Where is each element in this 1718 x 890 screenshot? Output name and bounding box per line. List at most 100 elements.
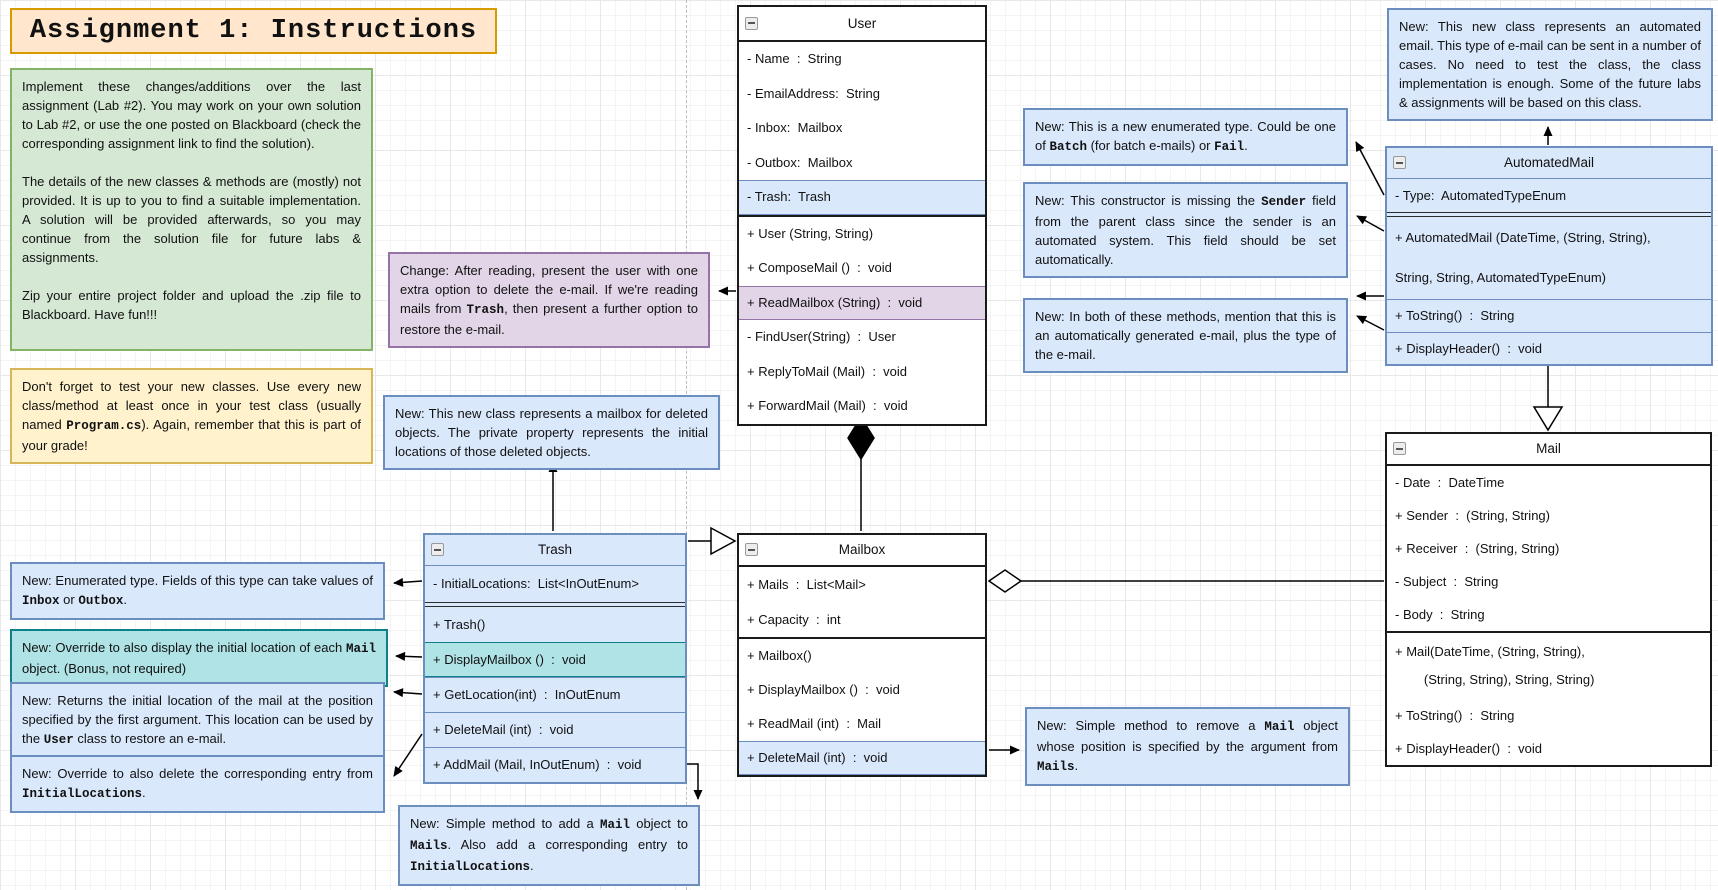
section-separator — [425, 602, 685, 607]
member-row-line: (String, String), String, String) — [1395, 672, 1595, 687]
class-trash[interactable]: Trash- InitialLocations: List<InOutEnum>… — [423, 533, 687, 784]
note-readmailbox-change[interactable]: Change: After reading, present the user … — [388, 252, 710, 348]
member-row[interactable]: + DeleteMail (int) : void — [425, 712, 685, 747]
deletemail-trash-note-arrow[interactable] — [393, 733, 423, 777]
automatedmail-mail-inheritance-triangle[interactable] — [1532, 406, 1564, 432]
member-row[interactable]: - Trash: Trash — [739, 180, 985, 215]
member-row[interactable]: + Mails : List<Mail> — [747, 577, 866, 592]
note-paragraph: New: This constructor is missing the Sen… — [1035, 191, 1336, 269]
member-row[interactable]: - Subject : String — [1395, 574, 1499, 589]
member-row[interactable]: + ReadMail (int) : Mail — [747, 716, 882, 731]
member-row[interactable]: - EmailAddress: String — [747, 85, 880, 101]
note-text: Implement these changes/additions over t… — [22, 79, 361, 151]
class-mail[interactable]: Mail - Date : DateTime + Sender : (String,… — [1385, 432, 1712, 767]
class-title: User — [847, 16, 877, 31]
type-enum-note-arrow[interactable] — [1355, 141, 1385, 196]
note-automatedtypeenum[interactable]: New: This is a new enumerated type. Coul… — [1023, 108, 1348, 166]
member-row[interactable]: - Name : String — [747, 51, 842, 66]
displayheader-note-arrow[interactable] — [1356, 315, 1385, 331]
member-row[interactable]: - Date : DateTime — [1395, 475, 1505, 490]
member-row[interactable]: + AddMail (Mail, InOutEnum) : void — [425, 747, 685, 782]
member-row[interactable]: - FindUser(String) : User — [747, 329, 896, 344]
member-row[interactable]: - Outbox: Mailbox — [747, 154, 853, 170]
member-row[interactable]: + Capacity : int — [747, 612, 841, 627]
note-code-text: User — [43, 733, 74, 747]
note-text: object whose position is specified by th… — [1037, 718, 1338, 754]
collapse-icon[interactable] — [745, 543, 758, 556]
member-row[interactable]: + ComposeMail () : void — [747, 260, 892, 275]
member-row[interactable]: + GetLocation(int) : InOutEnum — [425, 677, 685, 712]
member-row[interactable]: - Body : String — [1395, 607, 1485, 622]
minus-glyph — [748, 22, 755, 24]
initiallocations-note-arrow[interactable] — [393, 577, 423, 587]
note-trash-class[interactable]: New: This new class represents a mailbox… — [383, 395, 720, 470]
member-row[interactable]: - Type: AutomatedTypeEnum — [1395, 188, 1567, 203]
member-row[interactable]: + Trash() — [433, 617, 486, 632]
class-header: AutomatedMail — [1387, 148, 1711, 179]
note-testing[interactable]: Don't forget to test your new classes. U… — [10, 368, 373, 464]
member-row[interactable]: + ReadMailbox (String) : void — [739, 285, 985, 320]
note-automatedmail-methods[interactable]: New: In both of these methods, mention t… — [1023, 298, 1348, 373]
member-row-line: + AutomatedMail (DateTime, (String, Stri… — [1395, 230, 1651, 245]
note-code-text: Batch — [1049, 140, 1087, 154]
note-paragraph: Don't forget to test your new classes. U… — [22, 377, 361, 455]
note-text: object to — [629, 816, 688, 831]
class-header: Mail — [1387, 434, 1710, 466]
class-mailbox[interactable]: Mailbox+ Mails : List<Mail>+ Capacity : … — [737, 533, 987, 777]
mailbox-mail-aggregation-diamond[interactable] — [987, 569, 1023, 593]
note-paragraph: New: Simple method to add a Mail object … — [410, 814, 688, 877]
member-row[interactable]: + Mailbox() — [747, 648, 812, 663]
note-code-text: Sender — [1261, 195, 1307, 209]
member-row[interactable]: + User (String, String) — [747, 225, 874, 241]
addmail-note-arrow[interactable] — [687, 763, 703, 800]
member-row[interactable]: + Sender : (String, String) — [1395, 508, 1550, 523]
note-code-text: InitialLocations — [22, 787, 143, 801]
member-row[interactable]: + ToString() : String — [1395, 708, 1515, 723]
member-row[interactable]: + AutomatedMail (DateTime, (String, Stri… — [1387, 217, 1711, 299]
member-row[interactable]: + ToString() : String — [1387, 299, 1711, 332]
section-separator — [739, 214, 985, 217]
note-automatedmail-constructor[interactable]: New: This constructor is missing the Sen… — [1023, 182, 1348, 278]
class-automatedmail[interactable]: AutomatedMail - Type: AutomatedTypeEnum + … — [1385, 146, 1713, 366]
note-text: New: Override to also delete the corresp… — [22, 766, 373, 781]
note-deletemail-override[interactable]: New: Override to also delete the corresp… — [10, 755, 385, 813]
note-paragraph: New: Enumerated type. Fields of this typ… — [22, 571, 373, 611]
title-box[interactable]: Assignment 1: Instructions — [10, 8, 497, 54]
member-row[interactable]: - InitialLocations: List<InOutEnum> — [433, 576, 639, 591]
member-row[interactable]: + DisplayHeader() : void — [1395, 741, 1543, 756]
member-row[interactable]: + DisplayMailbox () : void — [425, 642, 685, 677]
member-row[interactable]: + Receiver : (String, String) — [1395, 541, 1560, 556]
note-text: New: Simple method to remove a — [1037, 718, 1265, 733]
member-row[interactable]: + Mail(DateTime, (String, String), (Stri… — [1387, 633, 1710, 699]
note-code-text: Fail — [1214, 140, 1245, 154]
member-row[interactable]: + ReplyToMail (Mail) : void — [747, 363, 908, 379]
displaymailbox-note-arrow[interactable] — [395, 651, 423, 661]
class-user[interactable]: User - Name : String - EmailAddress: Strin… — [737, 5, 987, 426]
getlocation-note-arrow[interactable] — [393, 688, 423, 698]
note-deletemail-mailbox[interactable]: New: Simple method to remove a Mail obje… — [1025, 707, 1350, 786]
note-getlocation[interactable]: New: Returns the initial location of the… — [10, 682, 385, 759]
note-addmail[interactable]: New: Simple method to add a Mail object … — [398, 805, 700, 886]
member-row[interactable]: + ForwardMail (Mail) : void — [747, 398, 908, 413]
trash-mailbox-inheritance-triangle[interactable] — [710, 526, 737, 556]
collapse-icon[interactable] — [745, 16, 758, 30]
collapse-icon[interactable] — [1393, 442, 1406, 455]
member-row[interactable]: + DisplayMailbox () : void — [747, 682, 900, 697]
note-text: New: In both of these methods, mention t… — [1035, 309, 1336, 362]
collapse-icon[interactable] — [1393, 156, 1406, 169]
minus-glyph — [1396, 161, 1403, 164]
note-automatedmail-class[interactable]: New: This new class represents an automa… — [1387, 8, 1713, 121]
note-text: . Also add a corresponding entry to — [447, 837, 688, 852]
member-row[interactable]: + DeleteMail (int) : void — [739, 741, 985, 775]
member-row[interactable]: - Inbox: Mailbox — [747, 120, 843, 135]
note-paragraph: New: Override to also display the initia… — [22, 638, 376, 678]
note-displaymailbox-override[interactable]: New: Override to also display the initia… — [10, 629, 388, 687]
note-instructions[interactable]: Implement these changes/additions over t… — [10, 68, 373, 351]
note-paragraph: The details of the new classes & methods… — [22, 172, 361, 267]
collapse-icon[interactable] — [431, 543, 444, 556]
member-row[interactable]: + DisplayHeader() : void — [1387, 332, 1711, 364]
minus-glyph — [748, 548, 755, 551]
constructor-note-arrow[interactable] — [1356, 215, 1385, 232]
note-inoutenum[interactable]: New: Enumerated type. Fields of this typ… — [10, 562, 385, 620]
member-row-line: + Mail(DateTime, (String, String), — [1395, 644, 1585, 659]
